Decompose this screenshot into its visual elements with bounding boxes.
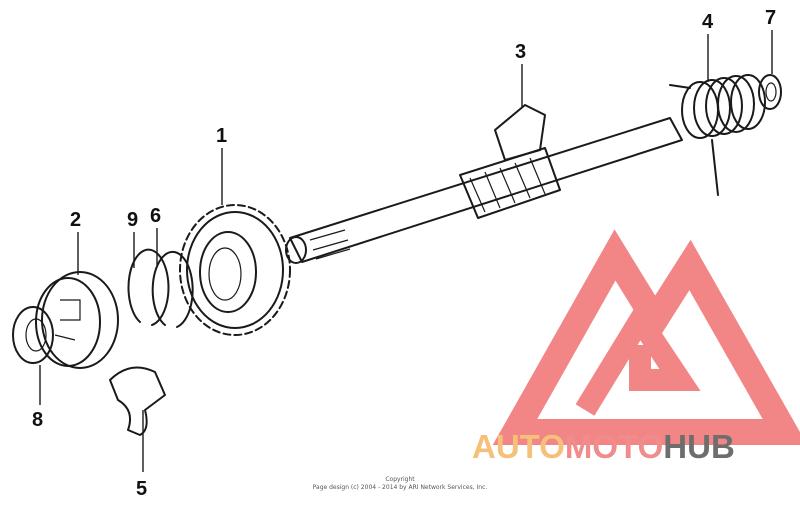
kick-starter-spindle [285, 104, 683, 264]
callout-2: 2 [70, 209, 81, 231]
washer-7 [758, 74, 782, 110]
callout-1: 1 [216, 125, 227, 147]
logo-text-hub: HUB [663, 428, 735, 465]
circlip-6 [151, 250, 194, 328]
callout-9: 9 [127, 209, 138, 231]
callout-4: 4 [702, 11, 714, 33]
callout-7: 7 [765, 7, 776, 29]
copyright-line-2: Page design (c) 2004 - 2014 by ARI Netwo… [313, 484, 488, 491]
callout-5: 5 [136, 478, 147, 500]
callout-3: 3 [515, 41, 526, 63]
callout-8: 8 [32, 409, 43, 431]
leader-lines [39, 30, 773, 472]
logo-text-auto: AUTO [472, 428, 565, 465]
logo-text-moto: MOTO [565, 428, 663, 465]
logo-wordmark: AUTOMOTOHUB [472, 428, 735, 465]
kick-starter-gear [179, 204, 291, 336]
ratchet-guide-spring [109, 366, 166, 436]
logo-emblem [492, 229, 800, 445]
washer-8 [12, 306, 54, 364]
circlip-9 [127, 248, 170, 326]
callout-6: 6 [150, 205, 161, 227]
return-spring [669, 74, 766, 196]
ratchet [35, 271, 119, 369]
copyright-line-1: Copyright [385, 476, 415, 483]
